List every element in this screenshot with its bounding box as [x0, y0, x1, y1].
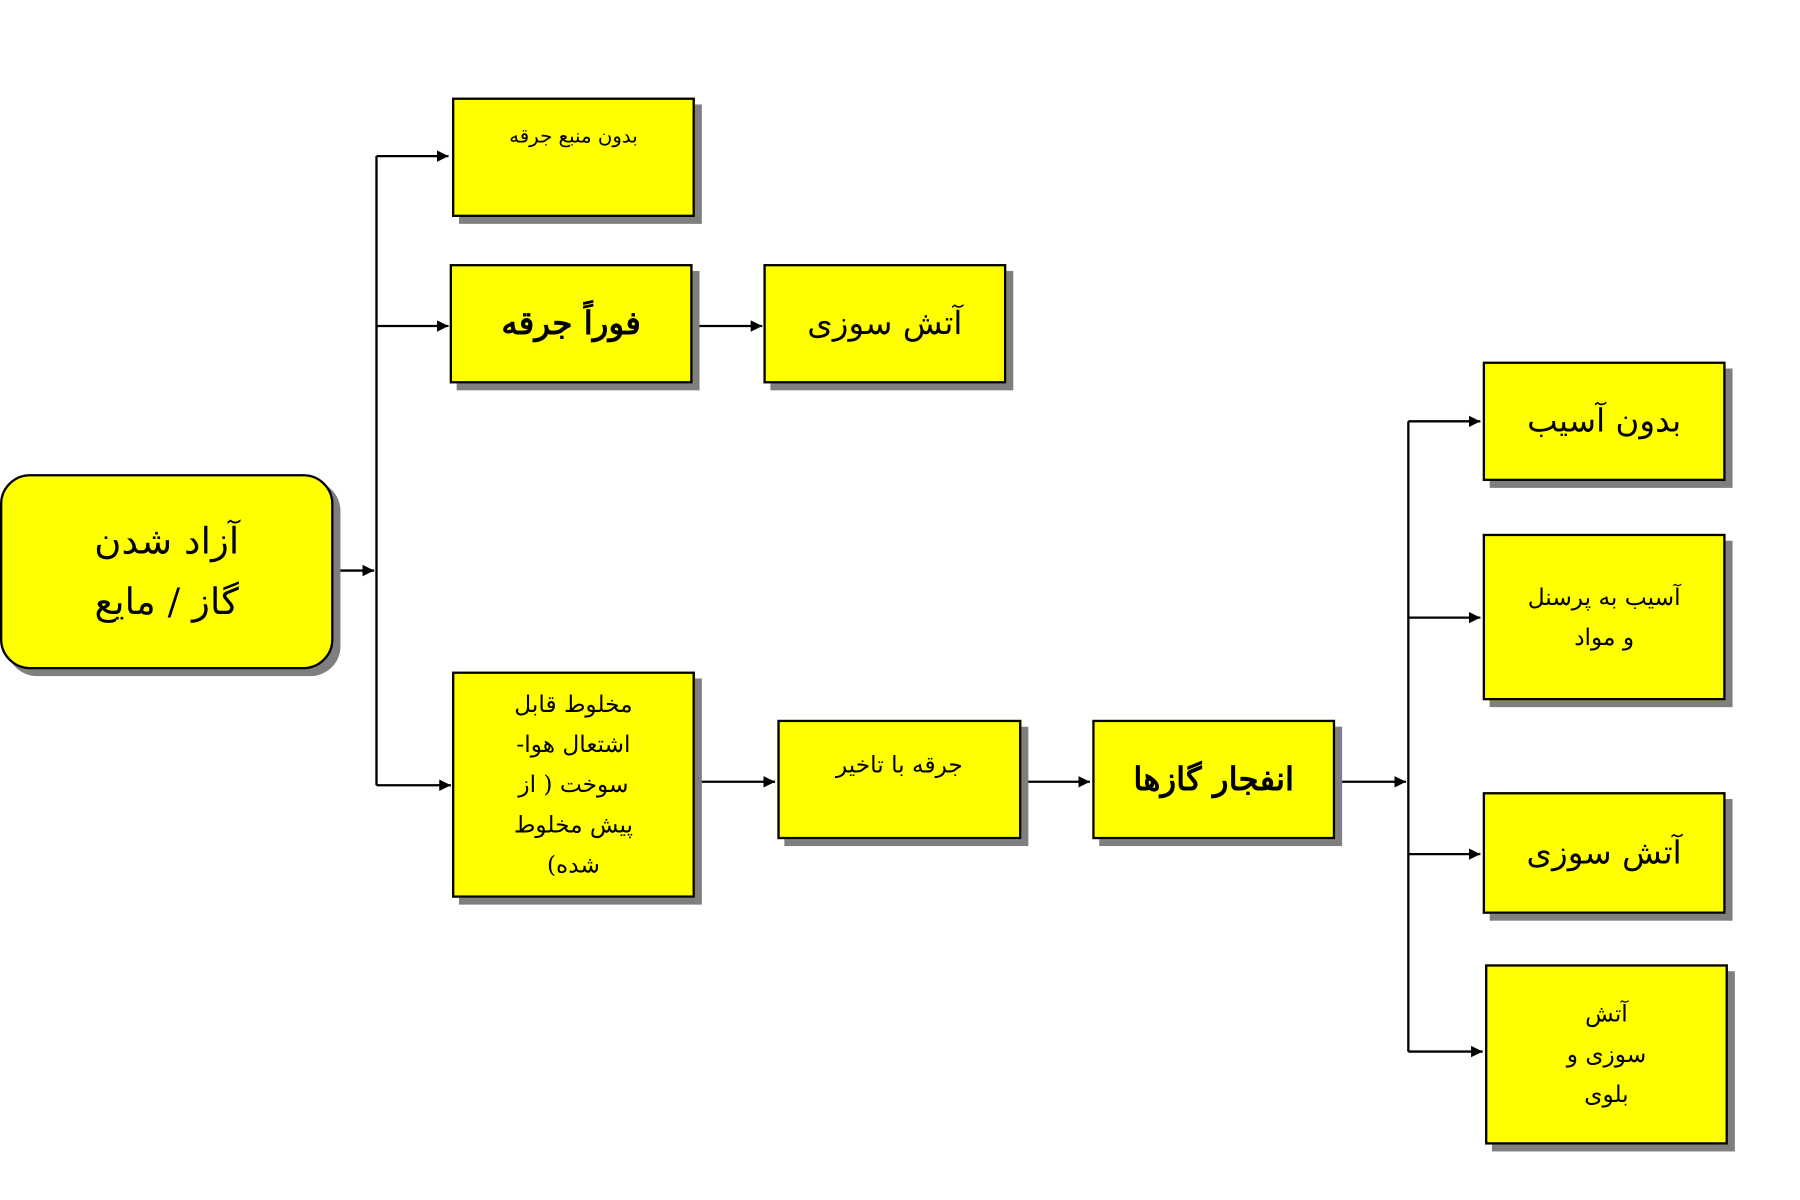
- delayed-ignition-node: جرقه با تاخیر: [777, 719, 1022, 840]
- fire-and-bleve-label: آتش سوزی و بلوی: [1566, 999, 1647, 1108]
- no-ignition-source-node: بدون منبع جرقه: [452, 97, 695, 217]
- no-damage-label: بدون آسیب: [1527, 401, 1682, 440]
- delayed-ignition-label: جرقه با تاخیر: [835, 750, 963, 779]
- no-ignition-source-label: بدون منبع جرقه: [509, 125, 638, 149]
- fire-top-label: آتش سوزی: [807, 304, 963, 343]
- premixed-mixture-node: مخلوط قابل اشتعال هوا-سوخت ( از پیش مخلو…: [452, 671, 695, 898]
- immediate-ignition-label: فوراً جرقه: [501, 304, 641, 343]
- damage-personnel-materials-node: آسیب به پرسنل و مواد: [1482, 533, 1726, 701]
- gas-explosion-node: انفجار گازها: [1092, 719, 1336, 840]
- immediate-ignition-node: فوراً جرقه: [449, 264, 693, 384]
- fire-top-node: آتش سوزی: [763, 264, 1007, 384]
- damage-personnel-materials-label: آسیب به پرسنل و مواد: [1527, 582, 1681, 651]
- premixed-mixture-label: مخلوط قابل اشتعال هوا-سوخت ( از پیش مخلو…: [513, 689, 634, 879]
- gas-explosion-label: انفجار گازها: [1133, 759, 1295, 798]
- fire-label: آتش سوزی: [1526, 833, 1682, 872]
- no-damage-node: بدون آسیب: [1482, 361, 1726, 482]
- fire-node: آتش سوزی: [1482, 792, 1726, 914]
- release-node: آزاد شدن گاز / مایع: [0, 474, 334, 670]
- fire-and-bleve-node: آتش سوزی و بلوی: [1485, 964, 1728, 1145]
- release-label: آزاد شدن گاز / مایع: [94, 519, 240, 624]
